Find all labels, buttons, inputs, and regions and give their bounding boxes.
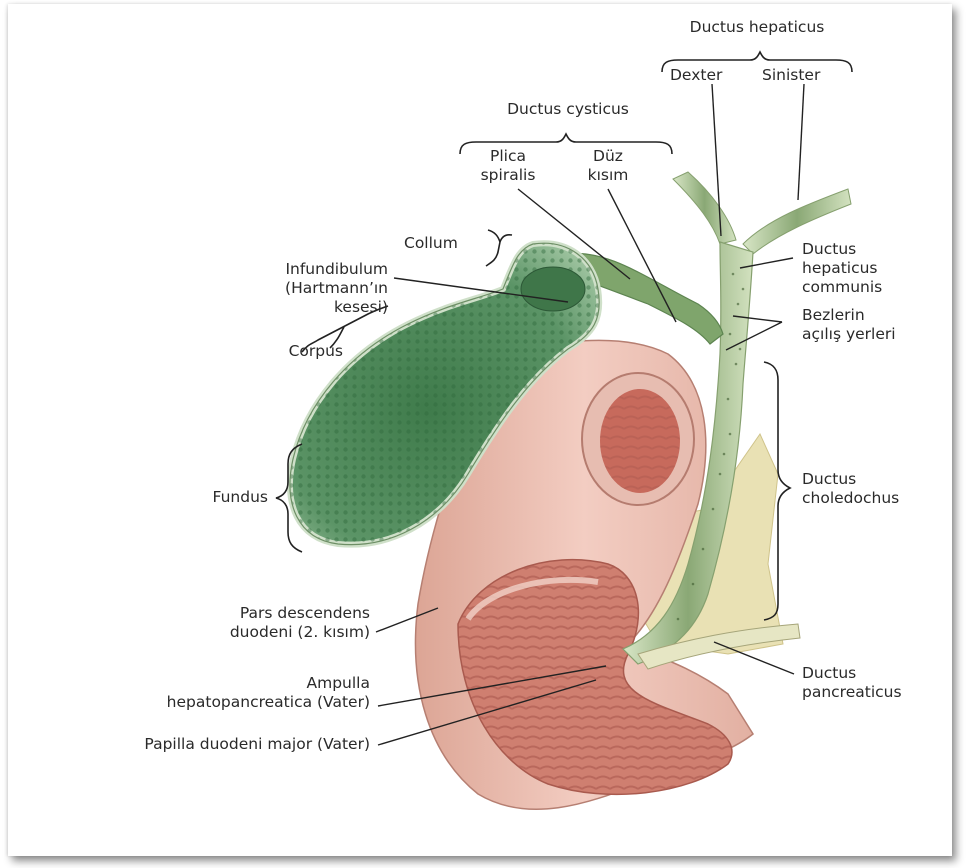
label-ductus-cysticus: Ductus cysticus	[463, 100, 673, 119]
label-ductus-pancreaticus: Ductus pancreaticus	[802, 664, 902, 702]
label-plica-spiralis: Plica spiralis	[458, 147, 558, 185]
label-sinister: Sinister	[762, 66, 820, 85]
label-corpus: Corpus	[228, 342, 343, 361]
gallbladder-illustration	[8, 4, 952, 856]
label-ductus-hepaticus-communis: Ductus hepaticus communis	[802, 240, 882, 297]
label-papilla-duodeni-major: Papilla duodeni major (Vater)	[48, 735, 370, 754]
label-collum: Collum	[404, 234, 458, 253]
label-infundibulum: Infundibulum (Hartmann’ın kesesi)	[228, 260, 388, 317]
label-pars-descendens: Pars descendens duodeni (2. kısım)	[168, 604, 370, 642]
ductus-hepaticus-dexter	[673, 172, 736, 244]
image-frame: Ductus hepaticus Dexter Sinister Ductus …	[8, 4, 952, 856]
label-fundus: Fundus	[158, 488, 268, 507]
infundibulum-pouch	[521, 267, 585, 311]
label-ductus-choledochus: Ductus choledochus	[802, 470, 899, 508]
label-duz-kisim: Düz kısım	[568, 147, 648, 185]
label-dexter: Dexter	[670, 66, 722, 85]
label-bezlerin-acilis-yerleri: Bezlerin açılış yerleri	[802, 306, 896, 344]
label-ductus-hepaticus: Ductus hepaticus	[662, 18, 852, 37]
label-ampulla: Ampulla hepatopancreatica (Vater)	[98, 674, 370, 712]
